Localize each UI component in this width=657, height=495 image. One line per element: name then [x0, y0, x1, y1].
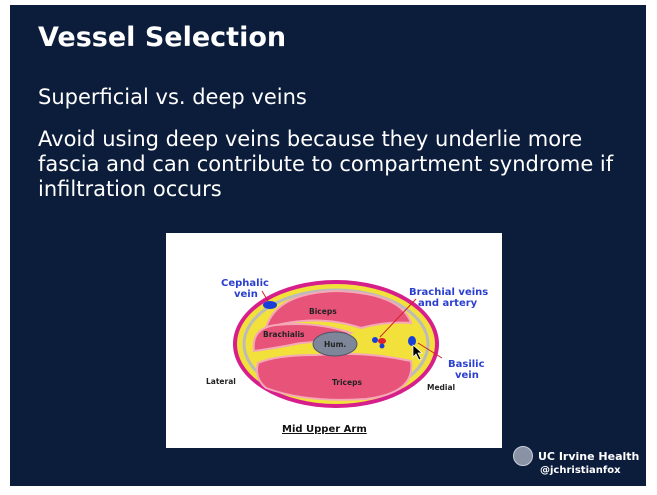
- brachial-vein-icon: [372, 337, 378, 343]
- triceps-muscle: [256, 352, 413, 401]
- medial-label: Medial: [427, 383, 455, 392]
- basilic-label: Basilic: [448, 359, 485, 370]
- bullet-superficial-vs-deep: Superficial vs. deep veins: [38, 85, 307, 109]
- mouse-cursor-icon: [412, 344, 423, 361]
- basilic-pointer: [417, 342, 443, 359]
- author-handle: @jchristianfox: [540, 465, 621, 476]
- brachial-label: Brachial veins: [409, 287, 488, 298]
- humerus-bone: [312, 331, 358, 357]
- cephalic-label: Cephalic: [221, 278, 269, 289]
- cephalic-pointer: [261, 290, 269, 302]
- biceps-label: Biceps: [309, 307, 337, 316]
- org-name: UC Irvine Health: [538, 449, 640, 463]
- slide-title: Vessel Selection: [38, 22, 287, 53]
- brachialis-label: Brachialis: [263, 330, 305, 339]
- basilic-vein-icon: [408, 336, 416, 346]
- figure-caption: Mid Upper Arm: [282, 424, 367, 435]
- humerus-label: Hum.: [324, 340, 346, 349]
- cephalic-vein-icon: [263, 301, 277, 309]
- basilic-label-2: vein: [455, 370, 479, 381]
- triceps-label: Triceps: [332, 378, 362, 387]
- uc-irvine-health-logo: UC Irvine Health: [513, 446, 639, 466]
- biceps-muscle: [264, 289, 413, 330]
- cephalic-label-2: vein: [234, 289, 258, 300]
- brachial-pointer: [379, 298, 417, 338]
- slide: Vessel Selection Superficial vs. deep ve…: [10, 5, 646, 486]
- brachial-vein-icon: [379, 343, 385, 349]
- lateral-label: Lateral: [206, 377, 236, 386]
- brachialis-muscle: [252, 323, 354, 353]
- brachial-label-2: and artery: [418, 298, 478, 309]
- arm-cross-section-figure: Cephalic vein Brachial veins and artery …: [166, 233, 502, 448]
- uc-seal-icon: [513, 446, 533, 466]
- brachial-artery-icon: [378, 338, 386, 344]
- bullet-avoid-deep-veins: Avoid using deep veins because they unde…: [38, 127, 614, 201]
